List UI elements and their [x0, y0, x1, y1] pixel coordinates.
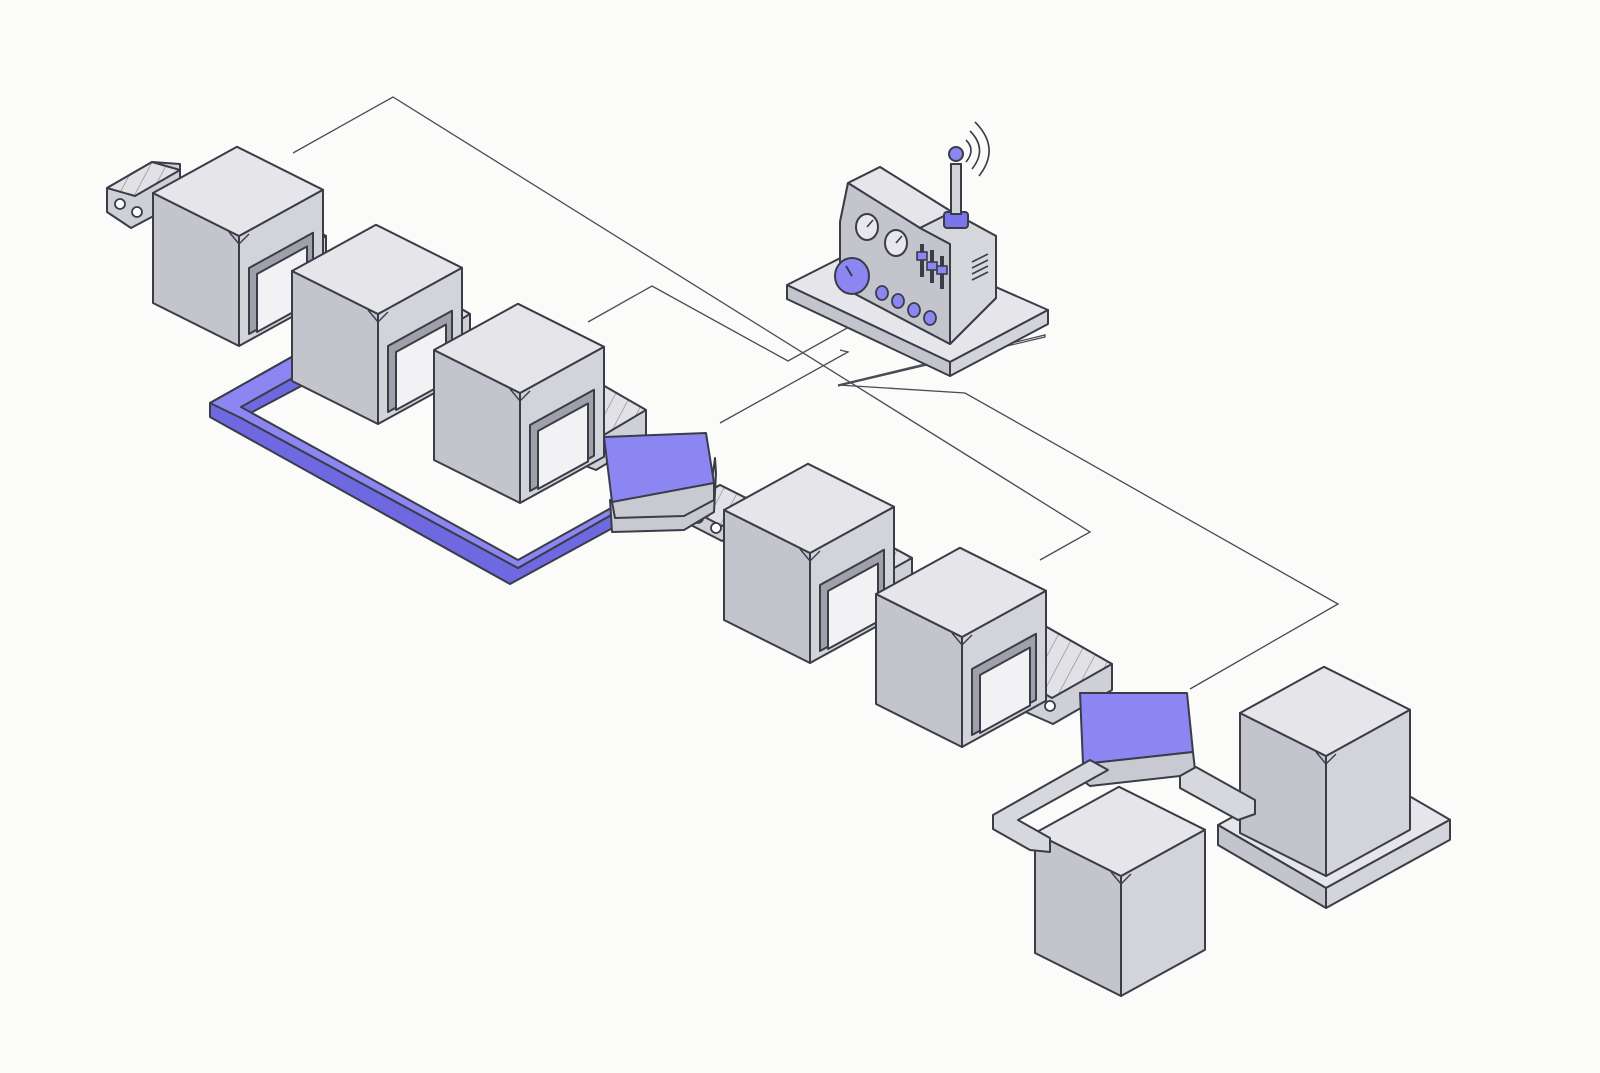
output-bin-b[interactable]	[1034, 785, 1206, 997]
button-row[interactable]	[875, 285, 937, 326]
gauge-icon	[884, 229, 908, 257]
cube-top-face	[723, 462, 895, 554]
slider-controls[interactable]	[916, 244, 948, 289]
control-wire-4	[837, 334, 1340, 690]
station-1[interactable]	[152, 145, 324, 347]
cube-top-face	[291, 223, 463, 315]
cube-top-face	[433, 302, 605, 394]
output-bin-a[interactable]	[1217, 665, 1451, 909]
station-5[interactable]	[875, 546, 1047, 748]
diverters	[603, 432, 1196, 787]
antenna-signal-icon	[943, 121, 990, 229]
cube-top-face	[875, 546, 1047, 638]
control-wire-3	[719, 349, 850, 424]
dial-knob-icon[interactable]	[834, 257, 870, 295]
diverter-1[interactable]	[603, 432, 717, 533]
output-tracks	[992, 759, 1256, 853]
diverter-2[interactable]	[1079, 692, 1196, 787]
station-3[interactable]	[433, 302, 605, 504]
stations	[152, 145, 1451, 997]
control-console[interactable]	[786, 121, 1049, 377]
cube-top-face	[152, 145, 324, 237]
gauge-icon	[855, 213, 879, 241]
cube-top-face	[1239, 665, 1411, 757]
cube-top-face	[1034, 785, 1206, 877]
station-4[interactable]	[723, 462, 895, 664]
control-wire-1	[292, 96, 1092, 561]
